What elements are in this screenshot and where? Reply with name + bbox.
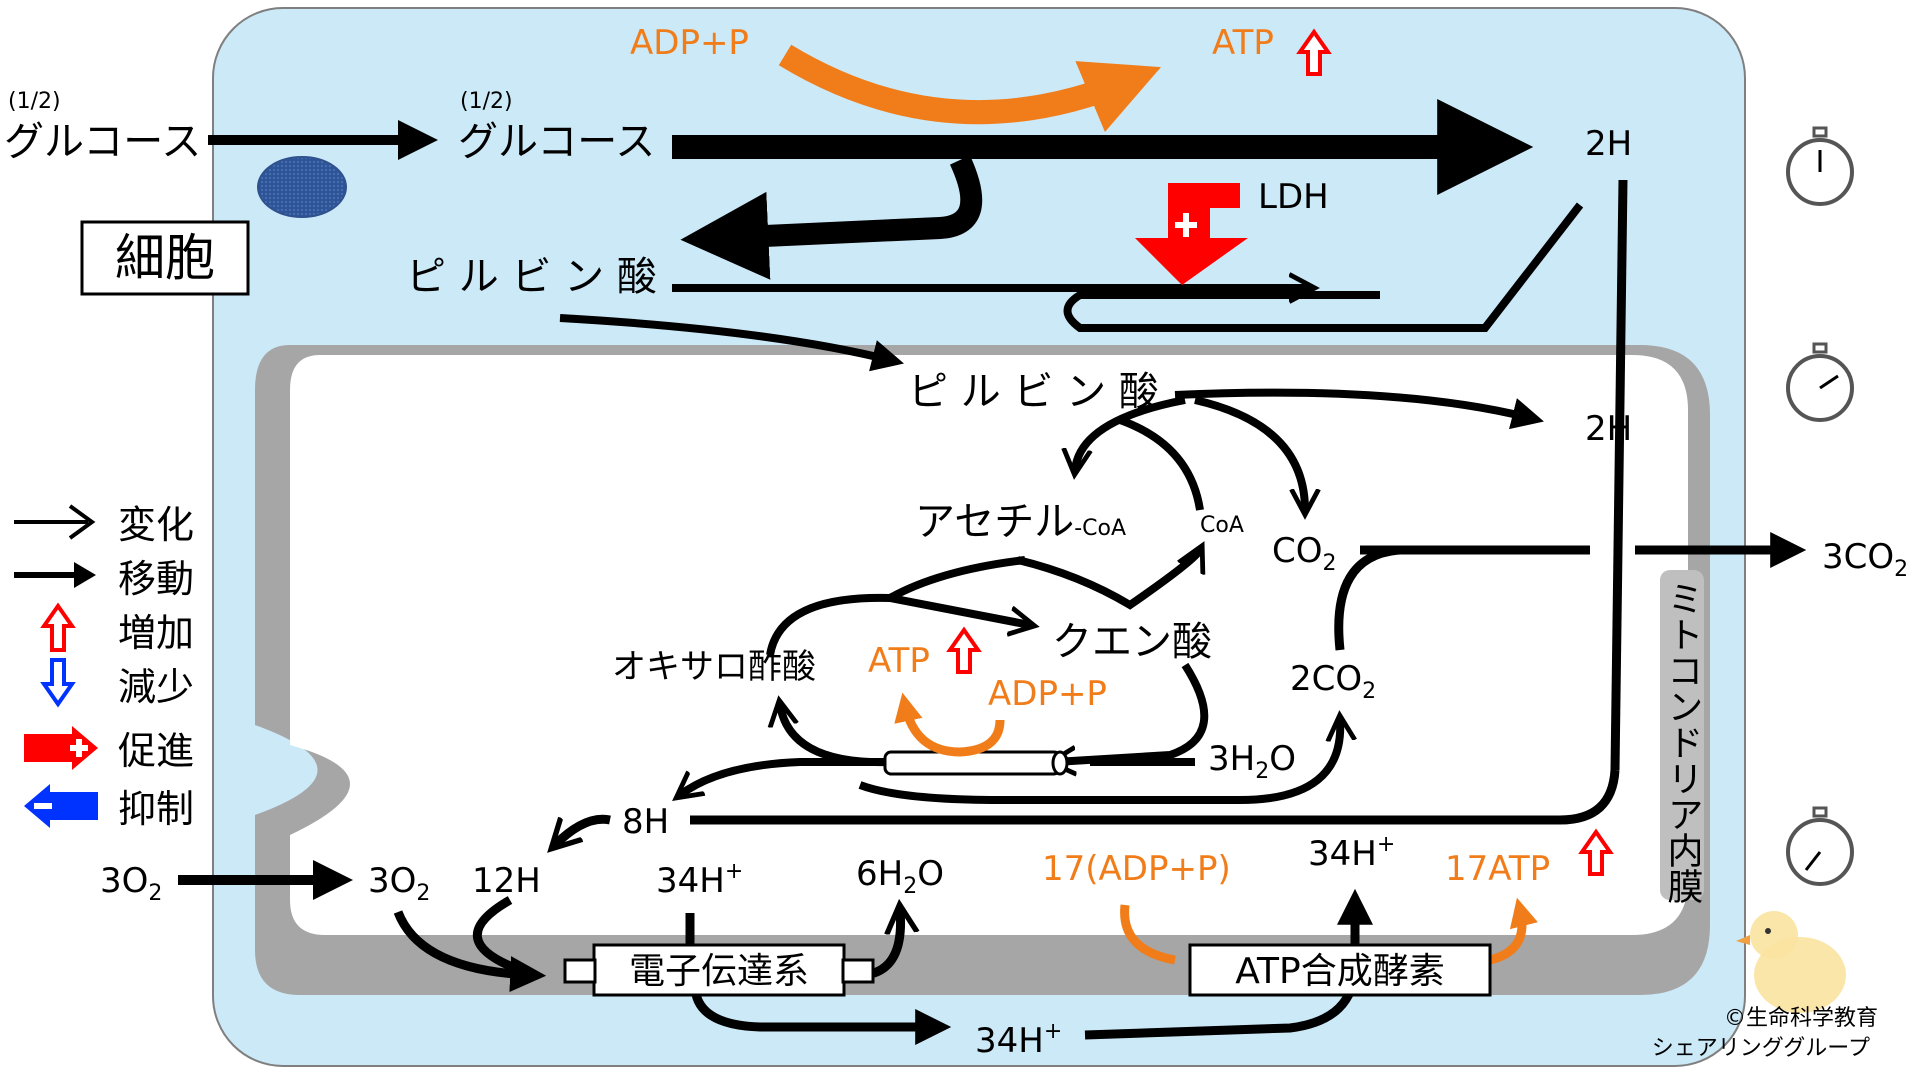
glucose-outside: グルコース [4,119,201,165]
coa-label: CoA [1200,513,1244,538]
transporter-icon [257,156,347,218]
h2-top: 2H [1585,124,1632,164]
half-left: (1/2) [8,89,61,114]
path-lactate-loop [1063,202,1584,332]
o2-in-label: 3O2 [100,861,162,906]
mitochondrial-matrix [290,355,1688,935]
etc-channel-left [563,958,597,984]
legend-increase: 増加 [40,602,194,655]
oxaloacetate-label: オキサロ酢酸 [612,647,816,687]
legend-decrease: 減少 [40,658,194,709]
atp-cycle: ATP [868,641,930,681]
ldh-label: LDH [1258,177,1329,217]
adp17-label: 17(ADP+P) [1042,849,1231,889]
arrow-12h-etc [473,896,522,975]
legend: 変化 移動 増加 減少 促進 抑制 [14,503,194,831]
svg-text:減少: 減少 [118,665,194,709]
legend-inhibit: 抑制 [24,784,194,831]
h2-matrix: 2H [1585,409,1632,449]
stopwatch-icon [1786,126,1854,206]
arrow-o2-etc [393,910,547,993]
atp-increase-arrow-cycle [946,626,982,674]
legend-move: 移動 [14,557,194,601]
h2o-6-label: 6H2O [856,854,944,899]
line-2h-down [1610,179,1628,771]
svg-text:促進: 促進 [118,729,194,773]
h2o-3-label: 3H2O [1208,739,1296,784]
arrow-coa-loop [1118,416,1204,511]
legend-change: 変化 [14,503,194,547]
co2-label: CO2 [1272,531,1337,576]
adp-p-top: ADP+P [630,23,749,63]
arrow-atp-production [778,44,1162,133]
stopwatch-icon [1786,806,1854,886]
arrow-acetyl-citrate [1017,550,1200,610]
credit-line2: シェアリンググループ [1652,1036,1870,1061]
svg-text:増加: 増加 [118,611,194,655]
cell-label-box [80,220,250,296]
arrow-pyruvate-acetyl [1075,396,1186,470]
co2-2-label: 2CO2 [1290,659,1376,704]
atp17-label: 17ATP [1445,849,1550,889]
chick-icon [1736,911,1846,1013]
arrow-glycolysis-to-pyruvate [680,155,983,280]
atp-top: ATP [1212,23,1274,63]
arrow-cycle-oxalo [780,705,891,767]
atp-increase-arrow-top [1296,28,1332,76]
mito-label-box [1660,570,1704,900]
svg-text:移動: 移動 [118,557,194,601]
credit-line1: ©生命科学教育 [1724,1006,1878,1031]
ldh-promote-arrow [1135,183,1248,285]
line-2co2-up [1334,545,1401,651]
arrow-adp17-synthase [1120,904,1176,965]
acetyl-label: アセチル-CoA [915,499,1126,545]
mito-label: ミトコンドリア内膜 [1662,580,1703,904]
stopwatch-icon [1786,342,1854,422]
svg-text:変化: 変化 [118,503,194,547]
adp-p-cycle: ADP+P [988,674,1107,714]
pyruvate-cytoplasm: ピ ル ビ ン 酸 [406,254,657,300]
arrow-cycle-2co2 [858,720,1340,804]
etc-box [592,943,846,997]
h34-left-label: 34H+ [656,859,743,901]
arrow-cycle-atp [894,692,1005,757]
arrow-pyruvate-2h [1174,388,1544,430]
glucose-inside: グルコース [458,119,655,165]
h8-label: 8H [622,802,669,842]
atp17-increase-arrow [1578,828,1614,876]
h34-bottom-label: 34H+ [975,1019,1062,1061]
legend-promote: 促進 [24,726,194,773]
half-right: (1/2) [460,89,513,114]
atp-synthase-label: ATP合成酵素 [1235,951,1445,992]
o2-label: 3O2 [368,861,430,906]
arrow-pyruvate-into-mito [559,314,904,372]
pyruvate-matrix: ピ ル ビ ン 酸 [908,369,1159,415]
etc-label: 電子伝達系 [629,951,809,992]
citrate-label: クエン酸 [1052,619,1212,665]
h34-right-label: 34H+ [1308,832,1395,874]
arrow-synthase-atp17 [1488,897,1538,965]
arrow-oxalo-citrate [766,593,1030,656]
cell-label: 細胞 [115,229,215,287]
h12-label: 12H [472,861,541,901]
arrow-citrate-cycle [1055,662,1209,762]
etc-channel-right [841,958,875,984]
arrow-pyruvate-co2 [1194,396,1305,510]
svg-text:抑制: 抑制 [118,787,194,831]
arrow-acetyl-cycle [888,556,1026,602]
co2-out-label: 3CO2 [1822,537,1908,582]
atp-synthase-box [1188,943,1492,997]
arrow-8h-12h [555,814,611,845]
cycle-channel [883,750,1062,776]
arrow-cycle-8h [680,758,905,795]
line-2h-to-8h [690,769,1620,825]
